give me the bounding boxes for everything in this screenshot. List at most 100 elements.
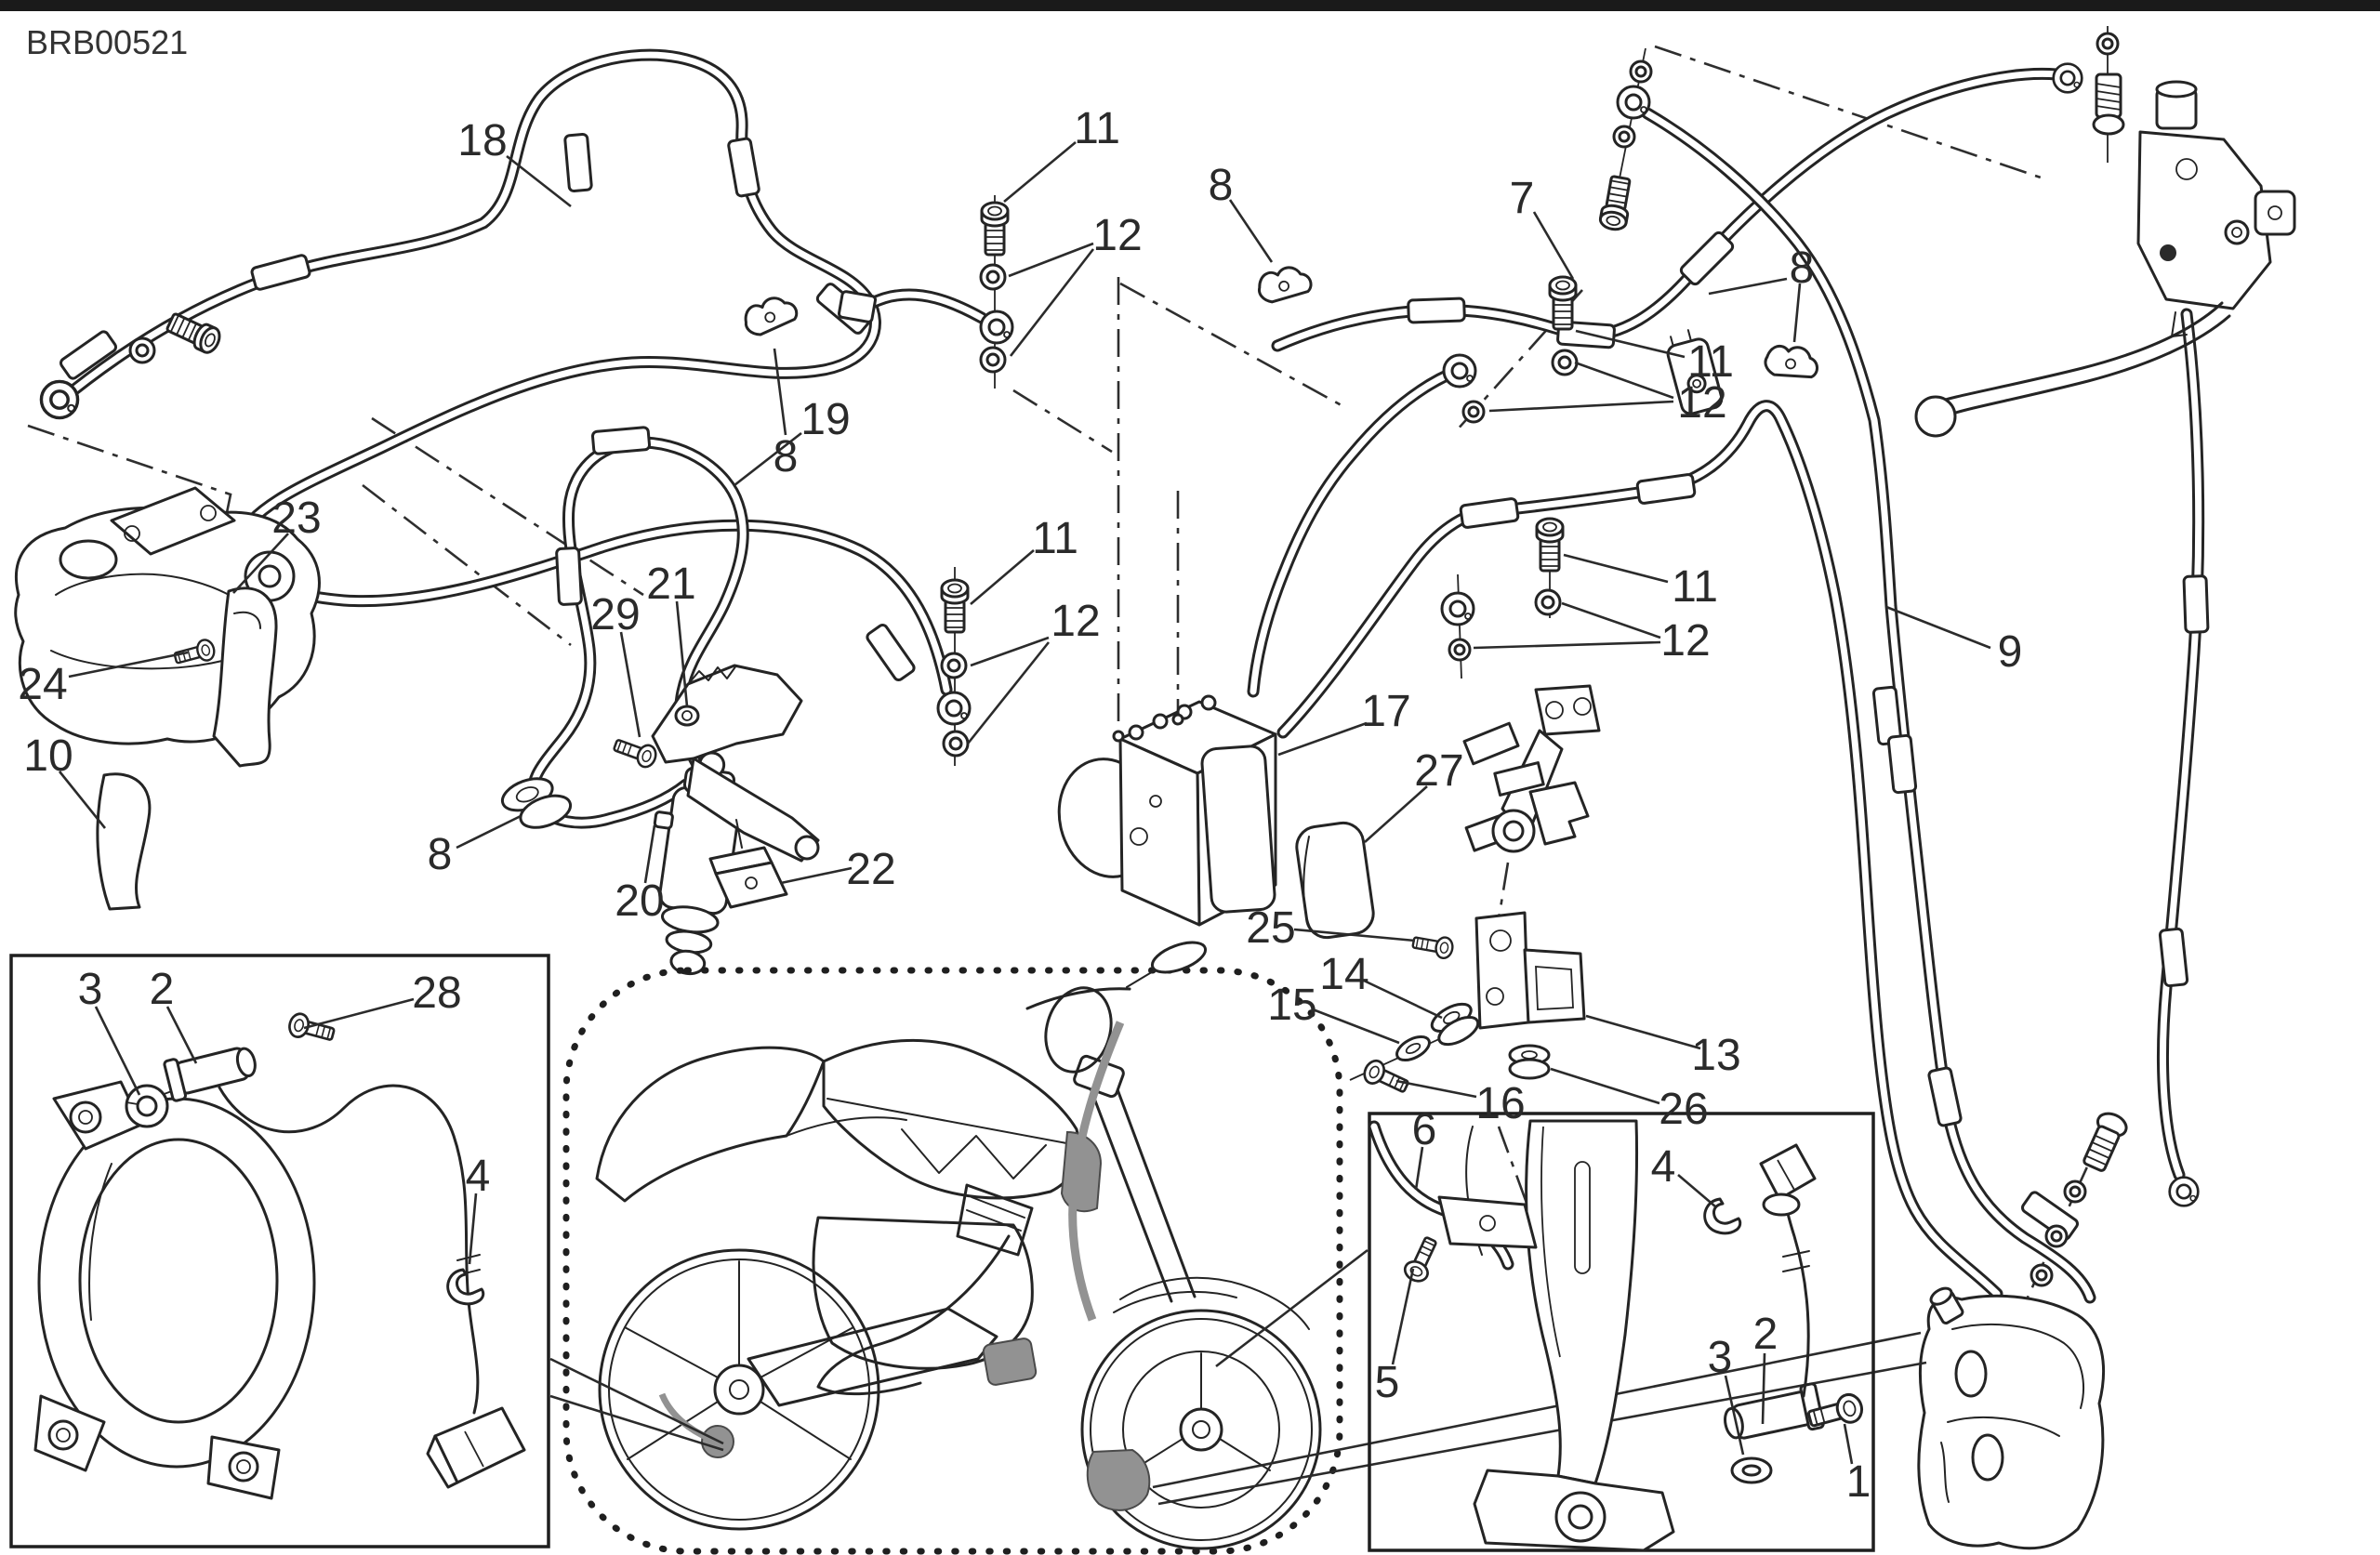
leader-line-2	[1761, 1352, 1766, 1425]
callout-8-4: 8	[1209, 161, 1234, 210]
grommet-26	[1508, 1044, 1551, 1080]
leader-line-11	[1575, 329, 1686, 359]
callout-18-0: 18	[457, 116, 507, 165]
callout-29-18: 29	[590, 590, 640, 639]
leader-line-10	[58, 771, 107, 829]
leader-line-21	[675, 600, 689, 707]
line-bracket-cluster	[500, 664, 820, 909]
highlight-brake-line	[1068, 1021, 1125, 1322]
leader-line-17	[1277, 721, 1368, 757]
leader-line-16	[1395, 1079, 1477, 1099]
washer-3-front	[1730, 1456, 1773, 1484]
callout-8-22: 8	[428, 830, 453, 879]
leader-line-1	[1843, 1423, 1854, 1465]
leader-line-11	[1003, 141, 1077, 203]
sensor-cable-eyelet	[2168, 1176, 2200, 1207]
leader-line-12	[966, 641, 1051, 745]
leader-line-29	[619, 631, 641, 738]
leader-line-20	[643, 824, 656, 884]
callout-1-40: 1	[1846, 1457, 1871, 1507]
callout-23-15: 23	[271, 494, 321, 543]
leader-line-27	[1364, 785, 1428, 843]
leader-line-11	[1563, 553, 1669, 584]
hose-clamp-8-lower	[500, 777, 573, 829]
callout-12-3: 12	[1092, 211, 1142, 260]
callout-21-19: 21	[646, 560, 695, 609]
leader-line-6	[1414, 1146, 1424, 1191]
washer-15	[1395, 1034, 1431, 1062]
detail-pointer-lines	[549, 1248, 1927, 1506]
callout-11-2: 11	[1074, 104, 1120, 153]
callout-11-7: 11	[1687, 337, 1734, 387]
heat-guard-23	[212, 586, 278, 768]
abs-rubber-pad-27	[1295, 821, 1375, 940]
callout-12-11: 12	[1051, 597, 1100, 646]
leader-line-12	[970, 636, 1050, 667]
callout-2-32: 2	[150, 965, 175, 1014]
leader-line-24	[68, 651, 189, 679]
callout-19-9: 19	[800, 395, 850, 444]
grommet-14	[1430, 1002, 1480, 1047]
leader-line-22	[780, 866, 853, 885]
callout-9-14: 9	[1998, 627, 2023, 677]
caliper-banjo-bolt	[2082, 1112, 2128, 1172]
leader-line-2	[165, 1006, 198, 1064]
callout-15-27: 15	[1267, 981, 1316, 1030]
leader-line-12	[1574, 361, 1674, 400]
leader-line-14	[1363, 979, 1443, 1020]
callout-11-10: 11	[1032, 514, 1078, 563]
callout-5-37: 5	[1375, 1358, 1400, 1407]
motorcycle-illustration	[595, 941, 1322, 1550]
top-bar	[0, 0, 2380, 11]
leader-line-12	[1561, 601, 1661, 639]
leader-line-15	[1312, 1008, 1400, 1045]
leader-line-11	[970, 549, 1035, 605]
leader-line-5	[1391, 1268, 1415, 1365]
callout-14-26: 14	[1319, 950, 1368, 999]
washer-3-rear	[125, 1084, 169, 1128]
banjo-chain-master-cylinder	[2052, 32, 2125, 136]
front-sensor-detail	[1368, 1119, 1864, 1552]
leader-line-12	[1473, 640, 1661, 650]
highlight-abs-on-bike	[982, 1338, 1038, 1386]
sensor-connector	[426, 1406, 526, 1489]
leader-line-25	[1293, 928, 1416, 942]
callout-8-6: 8	[1790, 244, 1815, 293]
callout-26-29: 26	[1659, 1085, 1708, 1134]
leader-line-23	[232, 533, 289, 594]
leader-line-3	[94, 1006, 141, 1096]
callout-2-38: 2	[1753, 1310, 1778, 1359]
leader-line-12	[1008, 242, 1094, 278]
leader-line-28	[303, 997, 415, 1030]
leader-line-8	[1708, 277, 1788, 296]
callout-3-31: 3	[78, 965, 103, 1014]
callout-20-20: 20	[615, 876, 664, 926]
callout-28-33: 28	[412, 969, 461, 1018]
leader-line-26	[1550, 1067, 1660, 1105]
clamp-plate-8	[1666, 329, 1724, 415]
sensor-bolt-1	[1806, 1392, 1864, 1428]
leader-line-13	[1585, 1014, 1701, 1050]
callout-11-12: 11	[1672, 562, 1718, 612]
callout-16-28: 16	[1475, 1079, 1525, 1128]
rear-sensor-detail-box	[9, 954, 550, 1548]
leader-line-12	[1009, 248, 1095, 357]
callout-22-21: 22	[846, 845, 895, 894]
figure-code: BRB00521	[26, 23, 188, 61]
leader-line-8	[1792, 283, 1802, 343]
callout-25-25: 25	[1246, 903, 1295, 953]
leader-line-9	[1885, 605, 1991, 650]
motorcycle-frame-outline	[562, 967, 1343, 1555]
leader-line-8	[1228, 199, 1274, 263]
abs-modulator-17	[1057, 694, 1277, 927]
leader-line-4	[468, 1193, 478, 1265]
front-brake-caliper	[1917, 1112, 2200, 1550]
leader-line-19	[734, 431, 802, 487]
callout-4-34: 4	[466, 1152, 491, 1201]
heat-guard-10	[96, 772, 152, 911]
callout-3-39: 3	[1708, 1333, 1733, 1382]
callout-7-5: 7	[1510, 174, 1535, 223]
